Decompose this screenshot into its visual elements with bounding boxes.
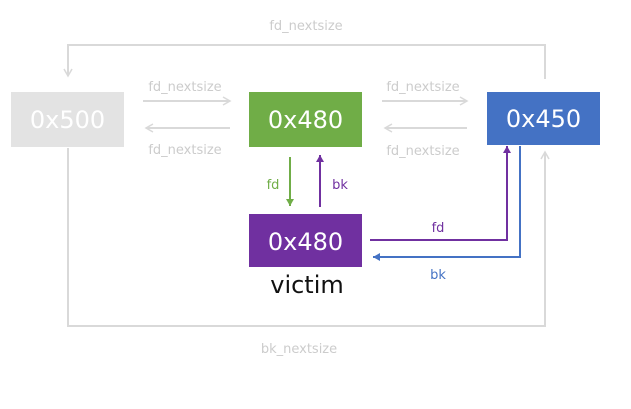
- fd-nextsize-480-to-500-label: fd_nextsize: [148, 143, 221, 158]
- fd-nextsize-loop-label: fd_nextsize: [269, 19, 342, 34]
- bk-nextsize-loop-arrow: [67, 148, 550, 327]
- chunk-0x480-box: [249, 92, 362, 147]
- bk-nextsize-loop-label: bk_nextsize: [261, 342, 337, 357]
- chunk-0x450-label: 0x450: [506, 105, 581, 133]
- victim-caption: victim: [270, 271, 344, 299]
- chunk-0x500-box: [11, 92, 124, 147]
- bk-450-to-victim-label: bk: [430, 268, 446, 283]
- chunk-0x500-label: 0x500: [30, 106, 105, 134]
- victim-chunk-label: 0x480: [268, 228, 343, 256]
- chunk-0x450-box: [487, 92, 600, 145]
- fd-nextsize-loop-arrow: [63, 44, 546, 79]
- bk-450-to-victim-arrow: [373, 146, 521, 261]
- fd-victim-to-450-label: fd: [432, 221, 445, 236]
- fd-nextsize-450-to-480-label: fd_nextsize: [386, 144, 459, 159]
- bk-victim-to-480-label: bk: [332, 178, 348, 193]
- victim-chunk-box: [249, 214, 362, 267]
- fd-nextsize-500-to-480-label: fd_nextsize: [148, 80, 221, 95]
- fd-victim-to-450-arrow: [370, 146, 511, 241]
- fd-480-to-victim-label: fd: [267, 178, 280, 193]
- fd-nextsize-480-to-450-label: fd_nextsize: [386, 80, 459, 95]
- chunk-0x480-label: 0x480: [268, 106, 343, 134]
